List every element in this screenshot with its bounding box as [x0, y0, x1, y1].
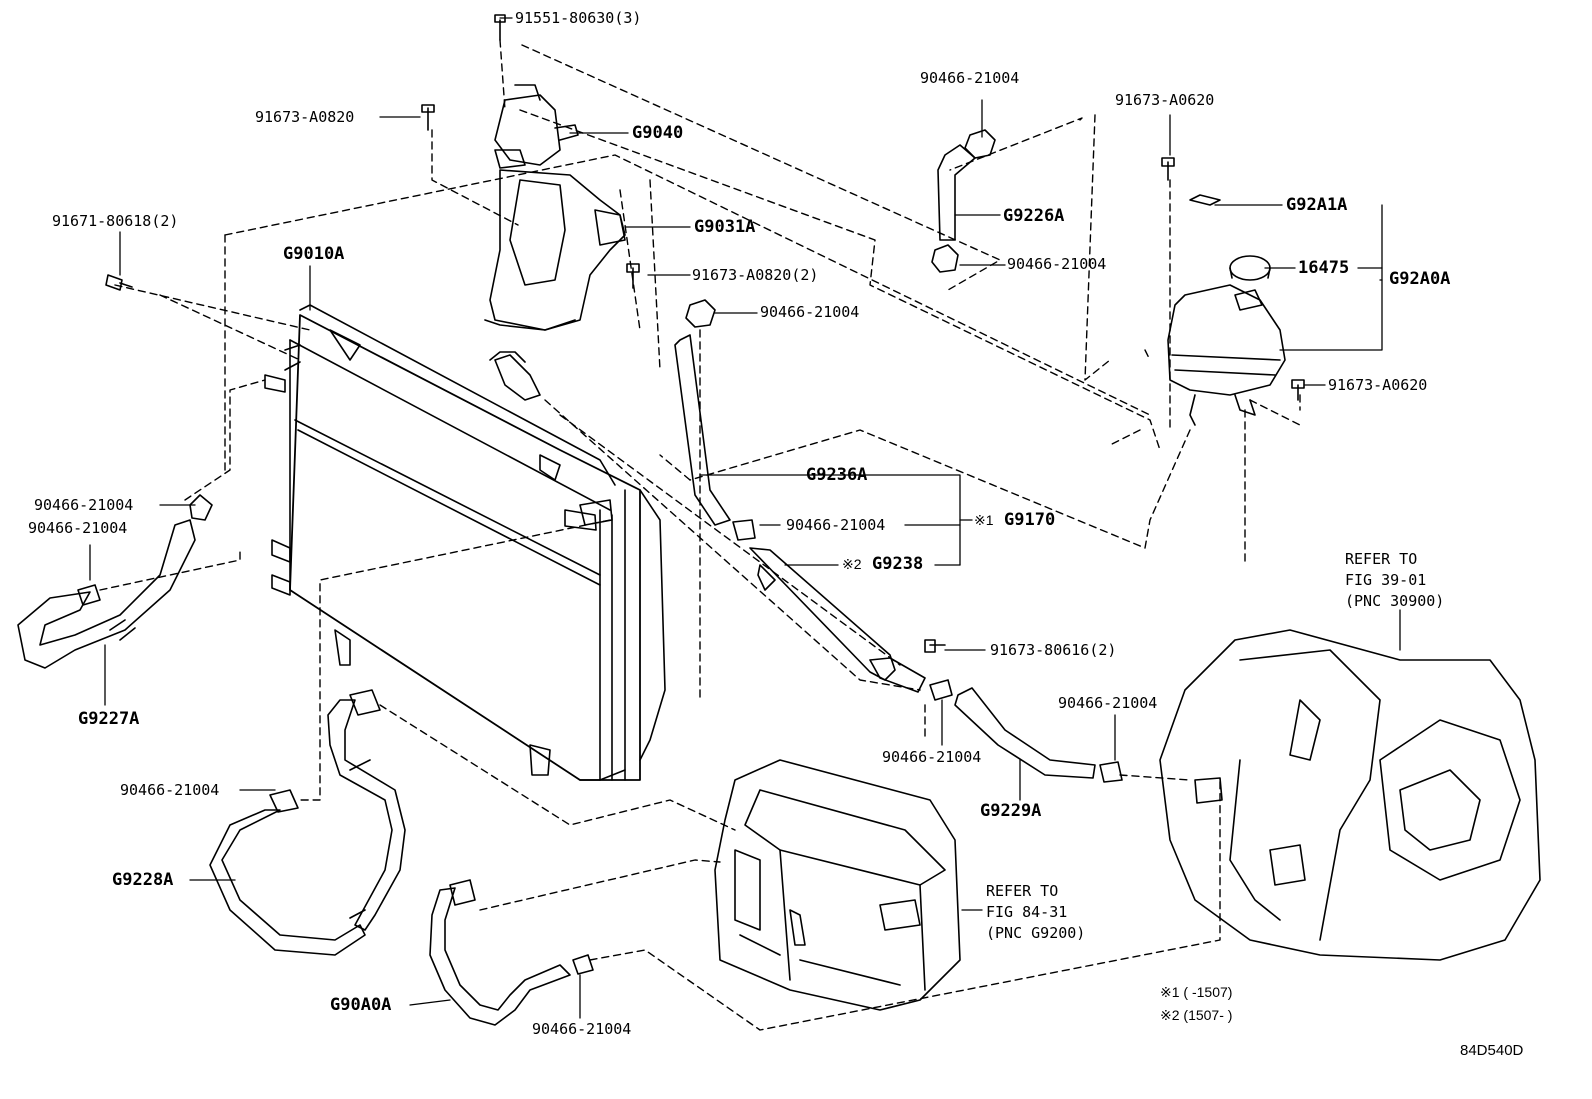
hose-g9236a-and-pipe-drawing [674, 299, 946, 693]
leader-lines [89, 17, 1401, 1019]
label-clamp-g9229-right: 90466-21004 [1058, 694, 1158, 712]
hose-g90a0a-drawing [429, 879, 594, 1026]
label-bracket: G9031A [694, 217, 756, 237]
hose-g9226a-drawing [931, 129, 996, 273]
label-clamp-g9227-lower: 90466-21004 [28, 519, 128, 537]
transaxle-reference-line-3: (PNC 30900) [1345, 592, 1445, 610]
inverter-drawing [714, 759, 961, 1011]
label-pipe-g9238: G9238 [872, 554, 924, 574]
hose-g9229a-drawing [929, 679, 1123, 783]
label-clamp-g9229-left: 90466-21004 [882, 748, 982, 766]
label-clamp-top-hose-lower: 90466-21004 [1007, 255, 1107, 273]
label-hose-g90a0: G90A0A [330, 995, 392, 1015]
label-reservoir: G92A0A [1389, 269, 1451, 289]
inverter-reference-line-3: (PNC G9200) [986, 924, 1086, 942]
transaxle-reference-line-1: REFER TO [1345, 550, 1418, 568]
inverter-reference-line-2: FIG 84-31 [986, 903, 1068, 921]
radiator-drawing [264, 304, 666, 781]
label-hose-top: G9226A [1003, 206, 1065, 226]
label-hose-g9236: G9236A [806, 465, 868, 485]
hose-g9227a-drawing [17, 494, 213, 669]
label-bolt-bracket: 91673-A0820(2) [692, 266, 819, 284]
transaxle-drawing [1159, 629, 1541, 961]
note-2: ※2 (1507- ) [1160, 1007, 1233, 1023]
mark-1-g9170: ※1 [974, 512, 994, 528]
label-hose-g9229: G9229A [980, 801, 1042, 821]
figure-code: 84D540D [1460, 1042, 1524, 1059]
label-bolt-pipe: 91673-80616(2) [990, 641, 1117, 659]
label-assy-g9170: G9170 [1004, 510, 1056, 530]
mark-2-g9238: ※2 [842, 556, 862, 572]
label-bolt-pump: 91673-A0820 [255, 108, 355, 126]
transaxle-reference-line-2: FIG 39-01 [1345, 571, 1427, 589]
label-clamp-g9228: 90466-21004 [120, 781, 220, 799]
label-clamp-g9227-upper: 90466-21004 [34, 496, 134, 514]
hose-g9228a-drawing [209, 689, 406, 956]
reservoir-drawing [1161, 157, 1305, 426]
label-hose-g9227: G9227A [78, 709, 140, 729]
label-bolt-radiator: 91671-80618(2) [52, 212, 179, 230]
label-pump: G9040 [632, 123, 684, 143]
label-reservoir-cap: G92A1A [1286, 195, 1348, 215]
label-hose-g9228: G9228A [112, 870, 174, 890]
label-bolt-top: 91551-80630(3) [515, 9, 642, 27]
bolt-91671-drawing [105, 274, 133, 291]
label-clamp-g9236-upper: 90466-21004 [760, 303, 860, 321]
label-clamp-g90a0: 90466-21004 [532, 1020, 632, 1038]
inverter-reference-line-1: REFER TO [986, 882, 1059, 900]
label-clamp-g9236-lower: 90466-21004 [786, 516, 886, 534]
label-bolt-reservoir-side: 91673-A0620 [1328, 376, 1428, 394]
dashed-routing-lines [99, 39, 1301, 1031]
label-cap: 16475 [1298, 258, 1350, 278]
label-radiator: G9010A [283, 244, 345, 264]
label-clamp-top-hose-upper: 90466-21004 [920, 69, 1020, 87]
pump-and-bracket-drawing [421, 14, 640, 331]
note-1: ※1 ( -1507) [1160, 984, 1233, 1000]
label-bolt-reservoir-top: 91673-A0620 [1115, 91, 1215, 109]
